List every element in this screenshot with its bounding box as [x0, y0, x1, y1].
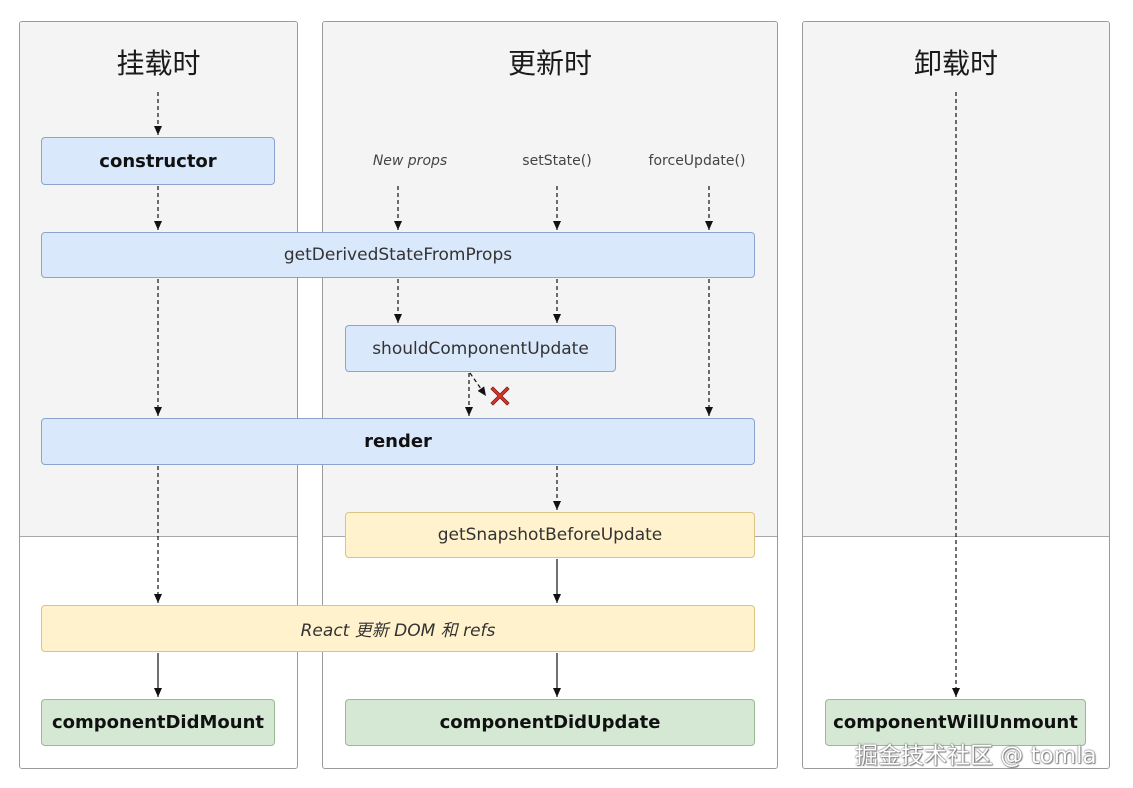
component-will-unmount-node: componentWillUnmount [825, 699, 1086, 746]
get-snapshot-before-update-node: getSnapshotBeforeUpdate [345, 512, 755, 558]
mount-column-title: 挂载时 [116, 47, 201, 80]
constructor-node: constructor [41, 137, 275, 185]
render-node: render [41, 418, 755, 465]
should-component-update-node: shouldComponentUpdate [345, 325, 616, 372]
component-did-mount-node: componentDidMount [41, 699, 275, 746]
unmount-column-title: 卸载时 [913, 47, 998, 80]
trigger-new-props: New props [372, 153, 448, 169]
react-update-dom-node: React 更新 DOM 和 refs [41, 605, 755, 652]
trigger-force-update: forceUpdate() [648, 153, 746, 169]
watermark: 掘金技术社区 @ tomla [855, 743, 1097, 769]
update-column-title: 更新时 [507, 47, 592, 80]
trigger-set-state: setState() [522, 153, 592, 169]
cancel-cross-icon [490, 386, 510, 406]
get-derived-state-from-props-node: getDerivedStateFromProps [41, 232, 755, 278]
component-did-update-node: componentDidUpdate [345, 699, 755, 746]
arrow-should-cancel [469, 372, 487, 397]
